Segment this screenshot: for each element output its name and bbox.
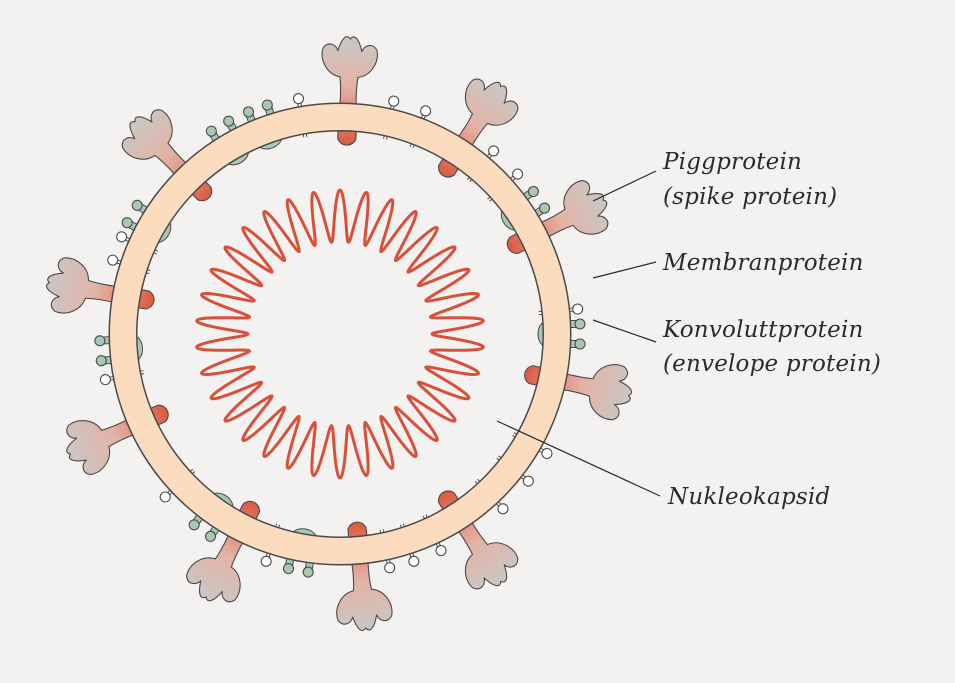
envelope-leader [592, 319, 657, 343]
leader-lines [496, 170, 661, 497]
envelope-protein-label-english: (envelope protein) [663, 351, 881, 377]
spike-leader [592, 170, 657, 202]
nucleocapsid-leader [496, 420, 661, 497]
spike-label-english: (spike protein) [663, 184, 837, 210]
envelope-protein-label: Konvoluttprotein [662, 317, 864, 343]
membrane-protein-label: Membranprotein [662, 250, 864, 276]
nucleocapsid-label: Nukleokapsid [667, 484, 830, 510]
lipid-membrane [108, 102, 572, 566]
nucleocapsid-coil [195, 188, 485, 480]
spike-label: Piggprotein [662, 149, 802, 175]
membrane-leader [592, 261, 657, 279]
labels: Piggprotein (spike protein) Membranprote… [662, 149, 881, 510]
